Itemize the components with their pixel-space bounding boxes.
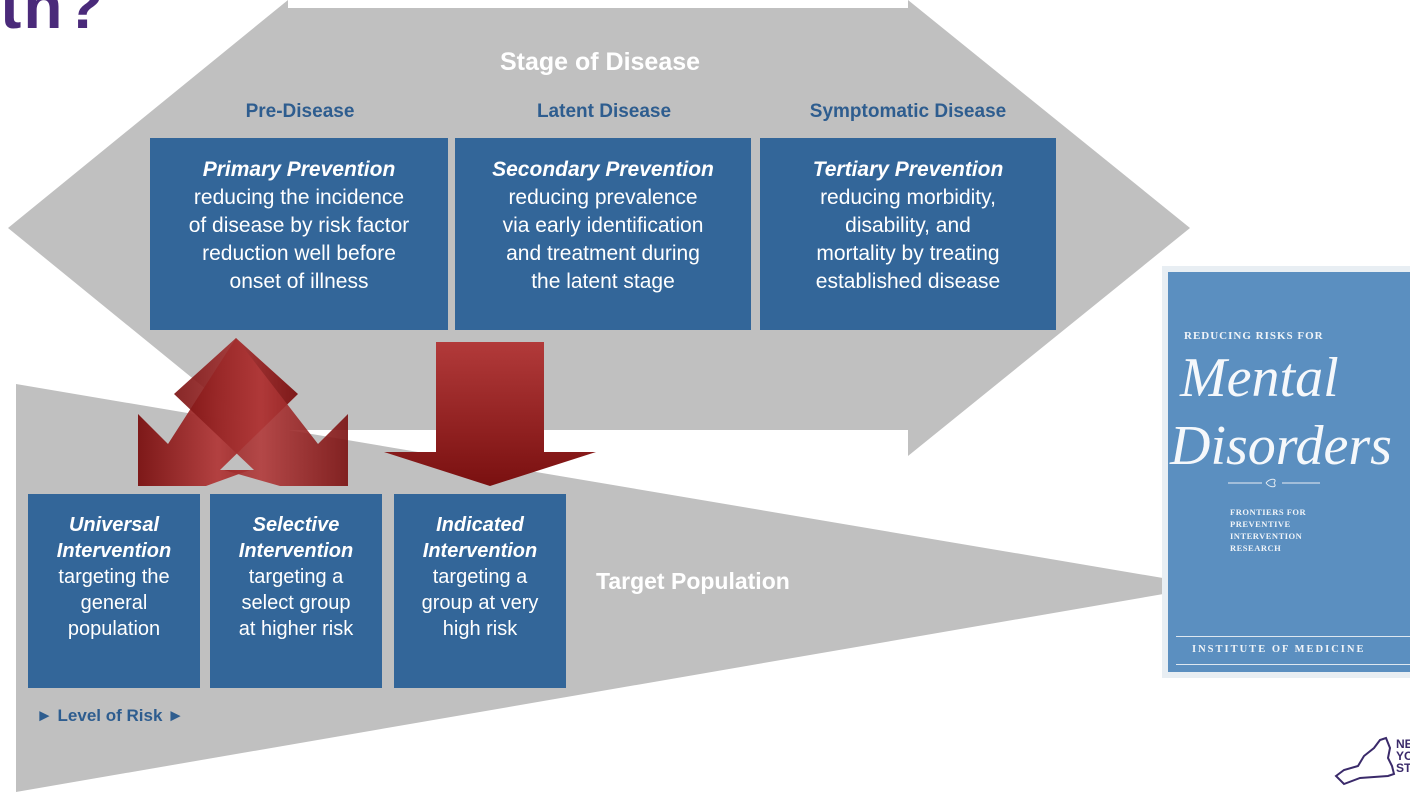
book-divider bbox=[1176, 636, 1410, 637]
book-cover-image: Reducing Risks for Mental Disorders Fron… bbox=[1162, 266, 1410, 678]
secondary-prevention-line: and treatment during bbox=[506, 242, 700, 265]
tertiary-prevention-box: Tertiary Prevention reducing morbidity, … bbox=[760, 138, 1056, 330]
page-title-fragment: th? bbox=[0, 0, 106, 42]
secondary-prevention-line: reducing prevalence bbox=[508, 186, 698, 209]
indicated-intervention-line: high risk bbox=[442, 618, 518, 640]
logo-text-line: ST bbox=[1396, 761, 1410, 775]
book-subtitle-line: Intervention bbox=[1230, 531, 1303, 541]
tertiary-prevention-line: established disease bbox=[815, 270, 1001, 293]
stage-label-symptomatic-disease: Symptomatic Disease bbox=[809, 101, 1007, 122]
book-divider bbox=[1176, 664, 1410, 665]
book-subtitle-line: Preventive bbox=[1230, 519, 1291, 529]
logo-text-line: NE bbox=[1396, 737, 1410, 751]
level-of-risk-label: ► Level of Risk ► bbox=[36, 706, 184, 725]
ornament-icon bbox=[1228, 478, 1320, 488]
universal-intervention-line: targeting the bbox=[58, 566, 170, 588]
primary-prevention-line: onset of illness bbox=[229, 270, 369, 293]
primary-prevention-box: Primary Prevention reducing the incidenc… bbox=[150, 138, 448, 330]
new-york-state-logo-icon: NE YO ST bbox=[1334, 736, 1410, 786]
indicated-intervention-title: Intervention bbox=[422, 540, 538, 562]
logo-text-line: YO bbox=[1396, 749, 1410, 763]
arrow-secondary-to-indicated bbox=[384, 342, 596, 486]
primary-prevention-line: reduction well before bbox=[202, 242, 396, 265]
book-subtitle-line: Research bbox=[1230, 543, 1282, 553]
universal-intervention-box: Universal Intervention targeting the gen… bbox=[28, 494, 200, 688]
selective-intervention-title: Selective bbox=[252, 514, 340, 536]
primary-prevention-line: reducing the incidence bbox=[193, 186, 405, 209]
book-subtitle-line: Frontiers for bbox=[1230, 507, 1307, 517]
stage-label-latent-disease: Latent Disease bbox=[536, 101, 672, 122]
book-title-line2: Disorders bbox=[1170, 415, 1392, 477]
secondary-prevention-title: Secondary Prevention bbox=[492, 158, 714, 181]
tertiary-prevention-title: Tertiary Prevention bbox=[812, 158, 1004, 181]
universal-intervention-line: population bbox=[67, 618, 161, 640]
book-top-text: Reducing Risks for bbox=[1184, 330, 1324, 342]
secondary-prevention-line: the latent stage bbox=[531, 270, 675, 293]
primary-prevention-line: of disease by risk factor bbox=[188, 214, 410, 237]
selective-intervention-line: at higher risk bbox=[238, 618, 354, 640]
book-title-line1: Mental bbox=[1180, 347, 1339, 409]
selective-intervention-title: Intervention bbox=[238, 540, 354, 562]
indicated-intervention-line: group at very bbox=[421, 592, 539, 614]
selective-intervention-line: targeting a bbox=[248, 566, 344, 588]
secondary-prevention-box: Secondary Prevention reducing prevalence… bbox=[455, 138, 751, 330]
universal-intervention-line: general bbox=[80, 592, 148, 614]
arrow-primary-to-selective bbox=[174, 338, 348, 486]
book-subtitle: Frontiers for Preventive Intervention Re… bbox=[1230, 506, 1306, 554]
stage-label-pre-disease: Pre-Disease bbox=[245, 101, 355, 122]
tertiary-prevention-line: disability, and bbox=[845, 214, 971, 237]
book-publisher: INSTITUTE OF MEDICINE bbox=[1192, 644, 1366, 655]
secondary-prevention-line: via early identification bbox=[502, 214, 704, 237]
tertiary-prevention-line: reducing morbidity, bbox=[820, 186, 996, 209]
universal-intervention-title: Universal bbox=[68, 514, 160, 536]
tertiary-prevention-line: mortality by treating bbox=[816, 242, 1000, 265]
primary-prevention-title: Primary Prevention bbox=[202, 158, 396, 181]
universal-intervention-title: Intervention bbox=[56, 540, 172, 562]
target-population-label: Target Population bbox=[596, 568, 790, 594]
indicated-intervention-title: Indicated bbox=[436, 514, 524, 536]
selective-intervention-box: Selective Intervention targeting a selec… bbox=[210, 494, 382, 688]
selective-intervention-line: select group bbox=[241, 592, 351, 614]
stage-of-disease-title: Stage of Disease bbox=[499, 48, 701, 76]
indicated-intervention-line: targeting a bbox=[432, 566, 528, 588]
indicated-intervention-box: Indicated Intervention targeting a group… bbox=[394, 494, 566, 688]
